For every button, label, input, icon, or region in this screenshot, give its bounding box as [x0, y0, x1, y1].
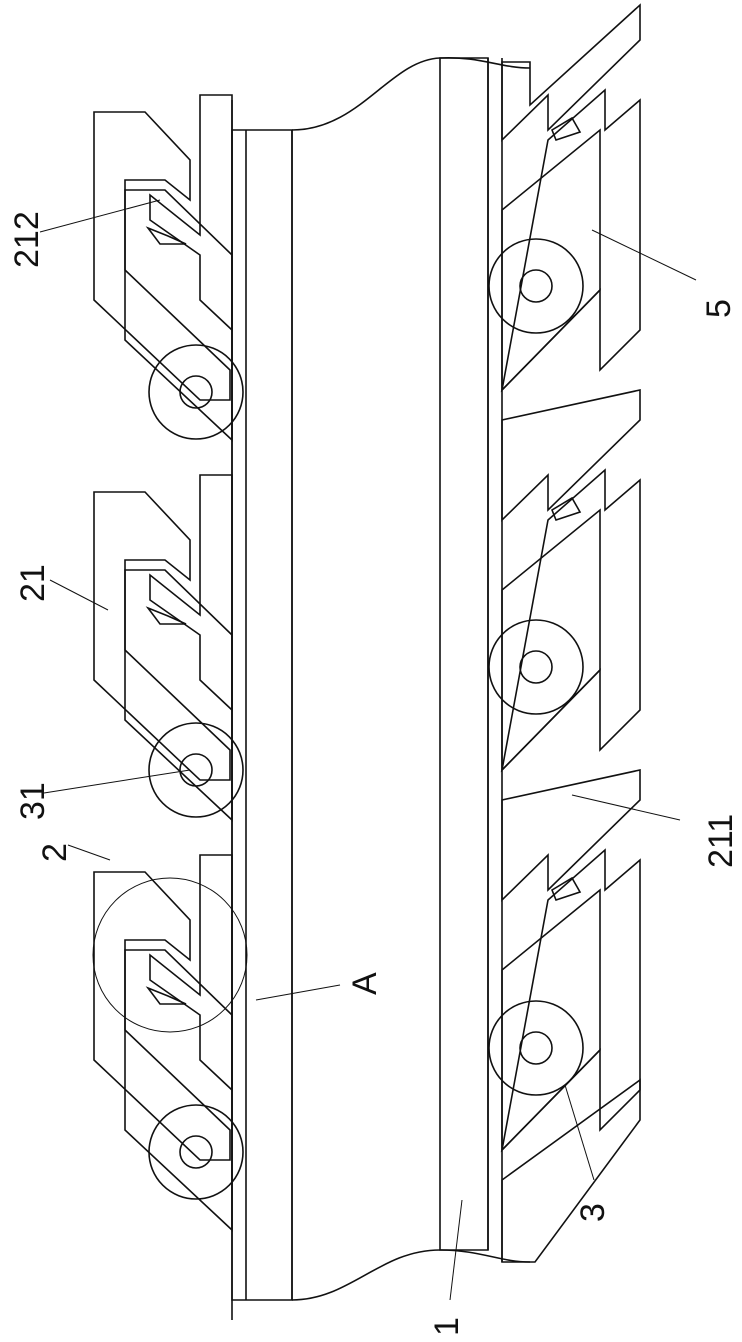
right-wall: [440, 5, 640, 1262]
right-rod-1: [489, 239, 583, 333]
left-rod-3: [149, 1105, 243, 1199]
right-segment-1: [502, 5, 640, 390]
right-segment-2: [502, 390, 640, 770]
reference-labels: 212 21 31 2 A 5 211 3 1: [8, 211, 740, 1336]
left-wall: [93, 95, 292, 1320]
label-2: 2: [36, 843, 74, 862]
label-1: 1: [428, 1317, 466, 1336]
label-212: 212: [8, 211, 46, 268]
label-3: 3: [574, 1203, 612, 1222]
left-rod-1: [149, 345, 243, 439]
right-inner-layer: [440, 58, 488, 1250]
left-rod-2: [149, 723, 243, 817]
left-inner-layer: [232, 130, 292, 1300]
label-31: 31: [14, 782, 52, 820]
label-211: 211: [702, 814, 740, 868]
right-rod-3: [489, 1001, 583, 1095]
break-lines: [292, 58, 530, 1300]
right-rod-2: [489, 620, 583, 714]
left-segment-3: [94, 855, 232, 1230]
label-5: 5: [700, 299, 738, 318]
label-21: 21: [14, 564, 52, 602]
leader-lines: [40, 200, 696, 1300]
label-a: A: [346, 972, 384, 995]
